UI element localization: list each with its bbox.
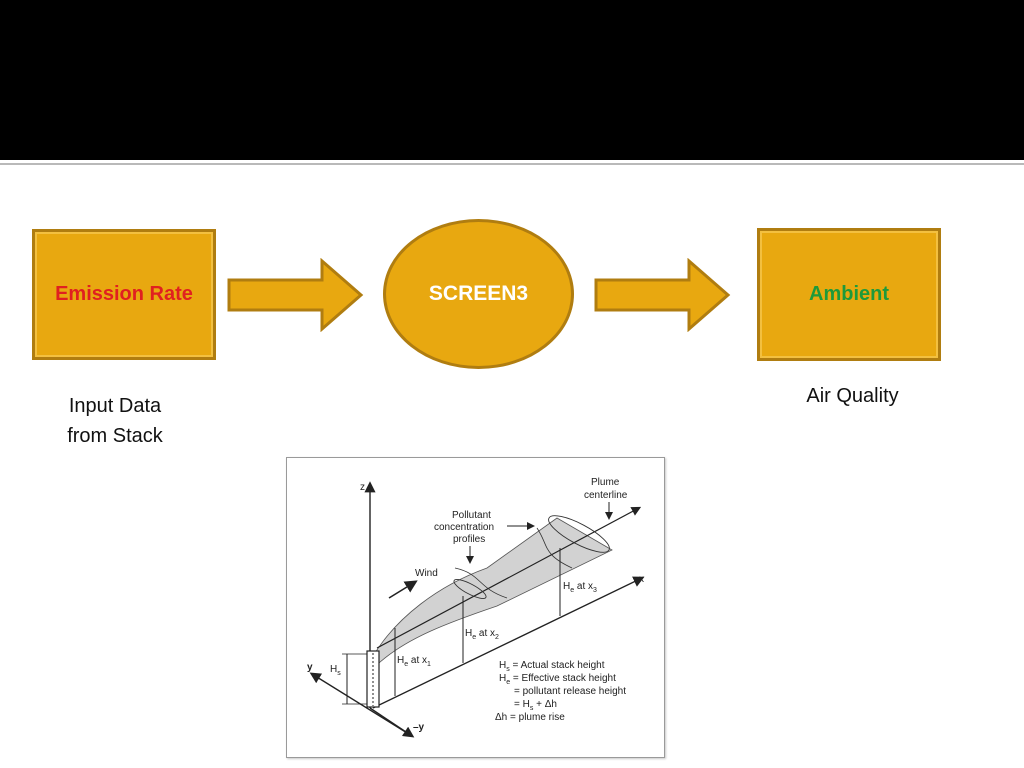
he-x3-label: He at x3 — [563, 581, 597, 594]
emission-rate-box: Emission Rate — [32, 229, 216, 360]
screen3-label: SCREEN3 — [428, 282, 529, 305]
z-axis-label: z — [360, 482, 365, 493]
flow-arrow-1 — [227, 258, 364, 332]
input-data-caption: Input Data from Stack — [30, 391, 200, 451]
plume-label-line1: Plume — [591, 477, 620, 488]
pollutant-label-line1: Pollutant — [452, 510, 491, 521]
air-quality-label: Air Quality — [806, 385, 899, 407]
pollutant-label-line3: profiles — [453, 534, 485, 545]
screen3-model-ellipse: SCREEN3 — [383, 219, 574, 369]
legend-line-5: Δh = plume rise — [495, 712, 565, 723]
pollutant-label-line2: concentration — [434, 522, 494, 533]
y-axis-label: y — [307, 662, 313, 673]
plume-diagram-svg: z x y –y Hs He at x1 He at x2 He at x3 W… — [307, 477, 645, 738]
concentration-profile-1 — [454, 567, 508, 599]
air-quality-caption: Air Quality — [770, 381, 935, 411]
input-caption-line1: Input Data — [68, 395, 162, 417]
emission-rate-label: Emission Rate — [55, 283, 193, 305]
concentration-profile-2 — [536, 527, 573, 569]
plume-diagram-figure: z x y –y Hs He at x1 He at x2 He at x3 W… — [286, 457, 665, 758]
wind-label: Wind — [415, 568, 438, 579]
slide-title-bar — [0, 0, 1024, 160]
legend-line-2: He = Effective stack height — [499, 673, 616, 686]
plume-profile-ellipse-2 — [548, 515, 610, 553]
hs-label: Hs — [330, 664, 341, 677]
plume-profile-ellipse-1 — [453, 579, 487, 599]
plume-label-line2: centerline — [584, 490, 628, 501]
flow-arrow-2 — [594, 258, 731, 332]
ambient-box: Ambient — [757, 228, 941, 361]
x-axis-label: x — [639, 574, 644, 585]
input-caption-line2: from Stack — [67, 425, 163, 447]
neg-y-axis-label: –y — [413, 722, 425, 733]
he-x2-label: He at x2 — [465, 628, 499, 641]
legend-line-3: = pollutant release height — [514, 686, 626, 697]
legend-line-1: Hs = Actual stack height — [499, 660, 605, 673]
ambient-label: Ambient — [809, 283, 889, 305]
title-divider — [0, 163, 1024, 165]
y-axis-negative — [369, 707, 415, 738]
legend-line-4: = Hs + Δh — [514, 699, 557, 712]
x-axis — [372, 576, 645, 709]
plume-centerline — [376, 506, 642, 649]
wind-arrow — [388, 580, 418, 599]
he-x1-label: He at x1 — [397, 655, 431, 668]
